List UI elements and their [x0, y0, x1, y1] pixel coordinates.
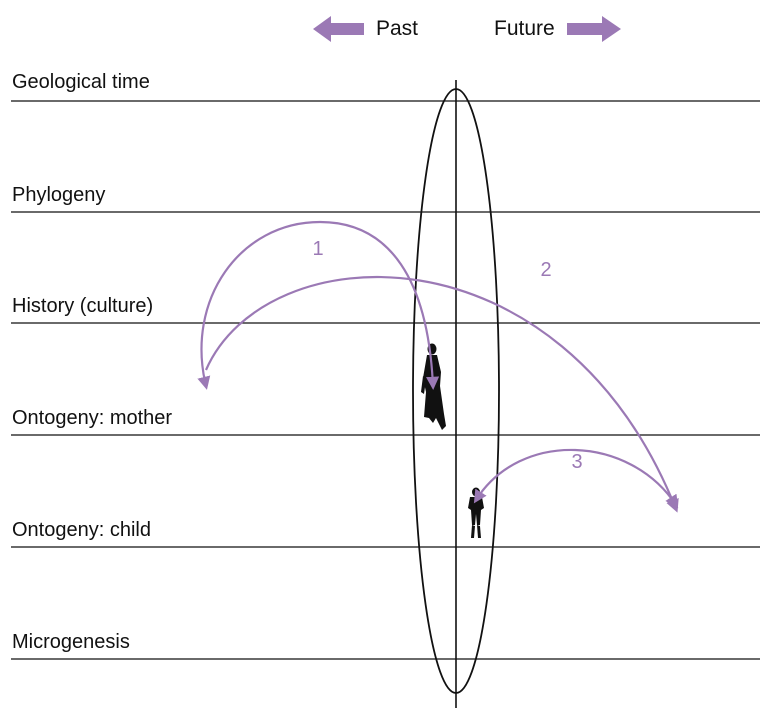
arc-3-label: 3 — [571, 451, 583, 473]
level-label-ontogeny-mother: Ontogeny: mother — [12, 407, 173, 429]
level-label-ontogeny-child: Ontogeny: child — [12, 519, 151, 541]
level-label-geological-time: Geological time — [12, 71, 150, 93]
level-label-history: History (culture) — [12, 295, 154, 317]
arc-2-path — [204, 275, 679, 513]
future-label: Future — [494, 17, 555, 40]
level-label-phylogeny: Phylogeny — [12, 184, 106, 206]
past-label: Past — [376, 17, 419, 40]
future-arrow-icon — [567, 16, 621, 42]
arc-1-label: 1 — [312, 238, 324, 260]
past-arrow-icon — [313, 16, 364, 42]
arc-1-path — [197, 220, 440, 390]
arc-2-label: 2 — [540, 259, 552, 281]
child-figure-icon — [468, 487, 484, 538]
mother-figure-icon — [421, 343, 446, 430]
level-label-microgenesis: Microgenesis — [12, 631, 130, 653]
arc-3-path — [473, 448, 679, 509]
